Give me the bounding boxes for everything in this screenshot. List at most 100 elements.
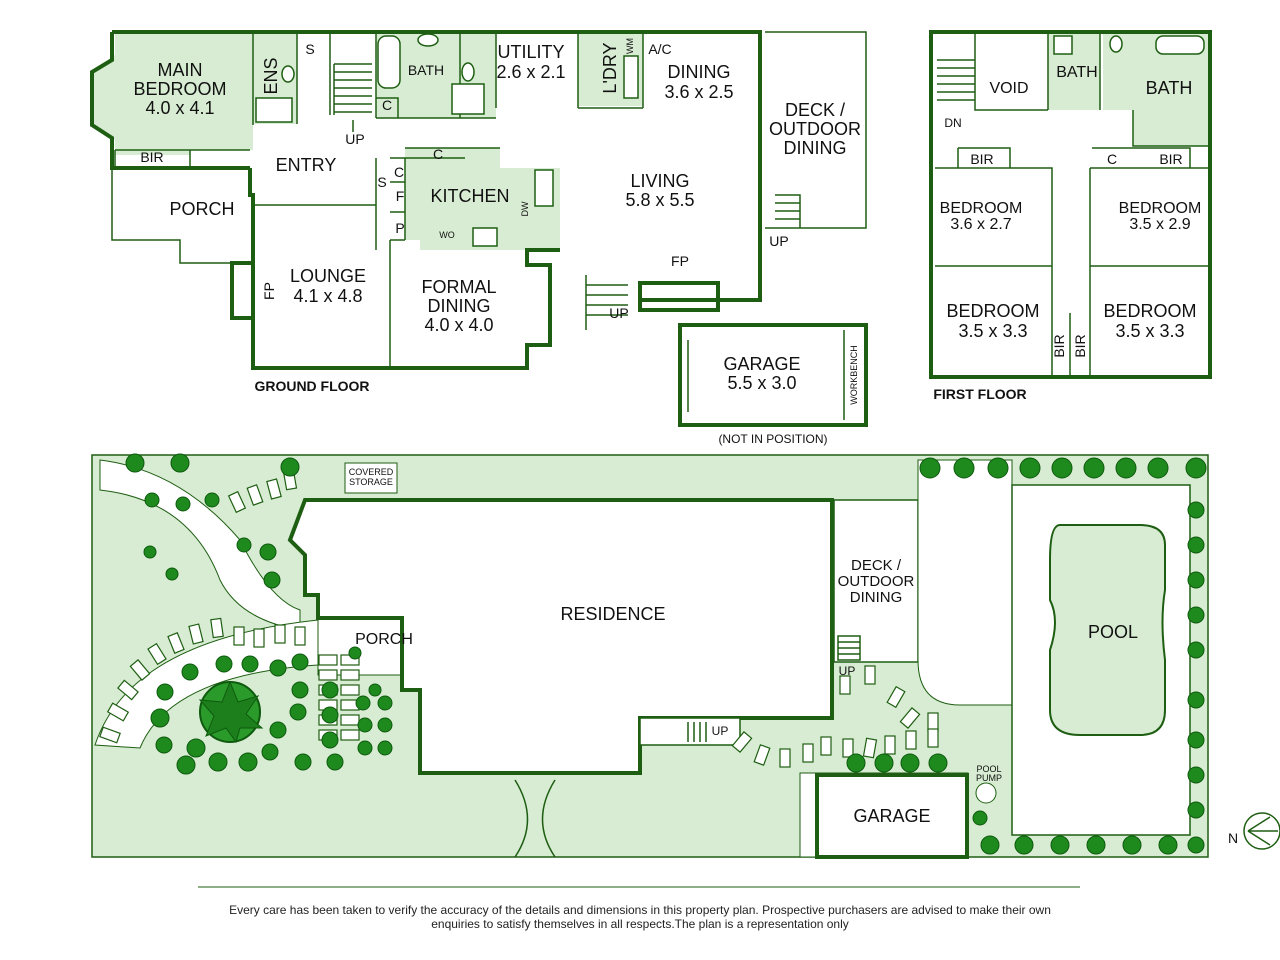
garden-tree: [186, 738, 206, 758]
site-garage: [815, 773, 969, 859]
garden-tree: [263, 571, 281, 589]
lounge-walls: [253, 204, 391, 368]
garden-tree: [1083, 457, 1105, 479]
stepping-stone: [246, 484, 264, 506]
ac-label: A/C: [648, 41, 671, 57]
deck-label-2: OUTDOOR: [769, 119, 861, 139]
stepping-stone: [99, 726, 121, 744]
bir-walls: [957, 147, 1191, 168]
stepping-stone: [340, 729, 360, 741]
ground-floor-outer-wall: [112, 30, 762, 302]
main-bedroom-area: [92, 32, 253, 155]
garden-tree: [215, 655, 233, 673]
garden-tree: [357, 717, 373, 733]
garden-tree: [181, 663, 199, 681]
stepping-stone: [294, 626, 306, 646]
ground-stairs: [333, 63, 372, 132]
main-bedroom-label-1: MAIN: [158, 60, 203, 80]
laundry-label: L'DRY: [600, 42, 620, 93]
kitchen-walls: [375, 147, 500, 250]
garden-tree: [1187, 536, 1205, 554]
garden-tree: [1122, 835, 1142, 855]
garden-tree: [294, 753, 312, 771]
kitchen-label: KITCHEN: [430, 186, 509, 206]
porch-outline: [111, 168, 232, 264]
site-deck-label-1: DECK /: [851, 557, 902, 574]
disclaimer-line-1: Every care has been taken to verify the …: [229, 903, 1051, 917]
garage-plan-size: 5.5 x 3.0: [727, 373, 796, 393]
garden-tree: [1158, 835, 1178, 855]
basin: [417, 33, 439, 47]
c-label-1: C: [382, 97, 392, 113]
bathtub: [377, 35, 401, 89]
main-bedroom-size: 4.0 x 4.1: [145, 98, 214, 118]
stepping-stone: [886, 685, 906, 709]
garden-tree: [269, 721, 287, 739]
stepping-stone: [340, 684, 360, 696]
shower-upper: [1053, 35, 1073, 55]
garden-tree: [1019, 457, 1041, 479]
stepping-stones: [99, 469, 939, 768]
garden-tree: [1187, 641, 1205, 659]
site-up-label-1: UP: [839, 664, 856, 678]
ground-floor-title: GROUND FLOOR: [254, 378, 369, 394]
ensuite-label: ENS: [261, 57, 281, 94]
garden-tree: [1050, 835, 1070, 855]
garden-tree: [241, 655, 259, 673]
ground-floor-interior-walls: [252, 32, 644, 125]
garden-tree: [355, 695, 371, 711]
garden-tree: [1187, 606, 1205, 624]
covered-storage-label-2: STORAGE: [349, 477, 393, 487]
bedroom-walls: [935, 167, 1210, 375]
up-label-1: UP: [345, 131, 364, 147]
stepping-stone: [188, 623, 204, 645]
garden-tree: [326, 753, 344, 771]
stepping-stone: [862, 737, 878, 759]
garden-tree: [125, 453, 145, 473]
deck-outline: [765, 31, 867, 229]
rear-steps: [585, 275, 628, 330]
site-plan: [91, 454, 1209, 859]
garden-trees: [125, 453, 1207, 855]
garden-tree: [261, 743, 279, 761]
garden-tree: [1115, 457, 1137, 479]
lounge-fireplace: [230, 261, 255, 320]
garden-tree: [972, 810, 988, 826]
bedroom-4-size: 3.5 x 3.3: [1115, 321, 1184, 341]
dining-size: 3.6 x 2.5: [664, 82, 733, 102]
site-deck: [833, 499, 919, 663]
garden-tree: [1014, 835, 1034, 855]
garden-tree: [1187, 801, 1205, 819]
garden-tree: [1147, 457, 1169, 479]
bath-small-label: BATH: [1056, 64, 1097, 81]
dn-label: DN: [944, 116, 961, 130]
bir-label: BIR: [140, 149, 163, 165]
lounge-size: 4.1 x 4.8: [293, 286, 362, 306]
bedroom-3-label: BEDROOM: [946, 301, 1039, 321]
wm-label: WM: [625, 38, 635, 54]
ff-bir-label-3: BIR: [1051, 334, 1067, 357]
garden-tree: [280, 457, 300, 477]
stepping-stone: [106, 702, 130, 722]
garden-tree: [204, 492, 220, 508]
garden-tree: [321, 706, 339, 724]
toilet-upper: [1109, 35, 1123, 53]
garden-tree: [953, 457, 975, 479]
kitchen-wet-area: [405, 148, 560, 250]
stepping-stone: [927, 712, 939, 732]
garden-tree: [368, 683, 382, 697]
garden-tree: [874, 753, 894, 773]
stepping-stone: [266, 478, 282, 500]
ff-bir-label-2: BIR: [1159, 151, 1182, 167]
living-label: LIVING: [630, 171, 689, 191]
garden-tree: [291, 653, 309, 671]
garden-tree: [1086, 835, 1106, 855]
garden-tree: [289, 703, 307, 721]
workbench-label: WORKBENCH: [849, 345, 859, 405]
living-size: 5.8 x 5.5: [625, 190, 694, 210]
main-bed-bir-wall: [114, 149, 250, 168]
site-porch-label: PORCH: [355, 631, 413, 648]
s-label-2: S: [377, 174, 386, 190]
living-fireplace: [638, 281, 720, 312]
garage-plan-label: GARAGE: [723, 354, 800, 374]
